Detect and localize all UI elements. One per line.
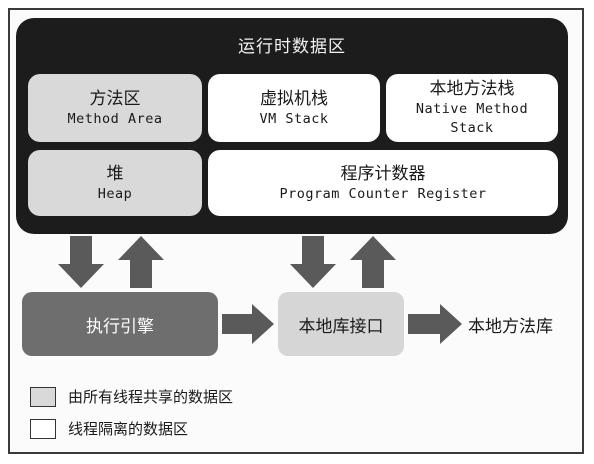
legend-isolated: 线程隔离的数据区 (30, 418, 188, 439)
legend-shared: 由所有线程共享的数据区 (30, 386, 233, 407)
arrow-down-left-icon (58, 236, 104, 288)
heap: 堆 Heap (28, 150, 202, 216)
legend-shared-label: 由所有线程共享的数据区 (68, 388, 234, 406)
legend-isolated-label: 线程隔离的数据区 (68, 420, 189, 438)
heap-en: Heap (97, 185, 133, 202)
native-method-stack-cn: 本地方法栈 (429, 79, 515, 99)
native-method-library: 本地方法库 (468, 317, 553, 337)
arrow-right-interface-icon (408, 304, 462, 344)
program-counter-register: 程序计数器 Program Counter Register (208, 150, 558, 216)
native-method-stack: 本地方法栈 Native Method Stack (386, 74, 558, 142)
arrow-down-right-icon (290, 236, 336, 288)
native-method-stack-en-line1: Native Method (415, 101, 529, 117)
native-method-stack-en-line2: Stack (450, 120, 494, 136)
execution-engine: 执行引擎 (22, 292, 218, 356)
vm-stack-cn: 虚拟机栈 (260, 88, 328, 109)
execution-engine-label: 执行引擎 (86, 316, 154, 337)
arrow-up-left-icon (118, 236, 164, 288)
vm-stack: 虚拟机栈 VM Stack (208, 74, 380, 142)
vm-stack-en: VM Stack (259, 110, 329, 127)
arrow-up-right-icon (350, 236, 396, 288)
method-area-en: Method Area (67, 110, 163, 127)
method-area-cn: 方法区 (89, 88, 141, 109)
native-library-interface: 本地库接口 (278, 292, 404, 356)
method-area: 方法区 Method Area (28, 74, 202, 142)
runtime-data-area-title: 运行时数据区 (238, 37, 346, 57)
native-library-interface-label: 本地库接口 (298, 316, 384, 337)
program-counter-register-cn: 程序计数器 (340, 163, 426, 184)
runtime-data-area: 运行时数据区 方法区 Method Area 虚拟机栈 VM Stack 本地方… (16, 18, 568, 234)
arrow-right-engine-icon (222, 304, 274, 344)
legend-shared-swatch (30, 386, 56, 407)
heap-cn: 堆 (106, 163, 124, 184)
legend-isolated-swatch (30, 418, 56, 439)
program-counter-register-en: Program Counter Register (279, 185, 487, 202)
